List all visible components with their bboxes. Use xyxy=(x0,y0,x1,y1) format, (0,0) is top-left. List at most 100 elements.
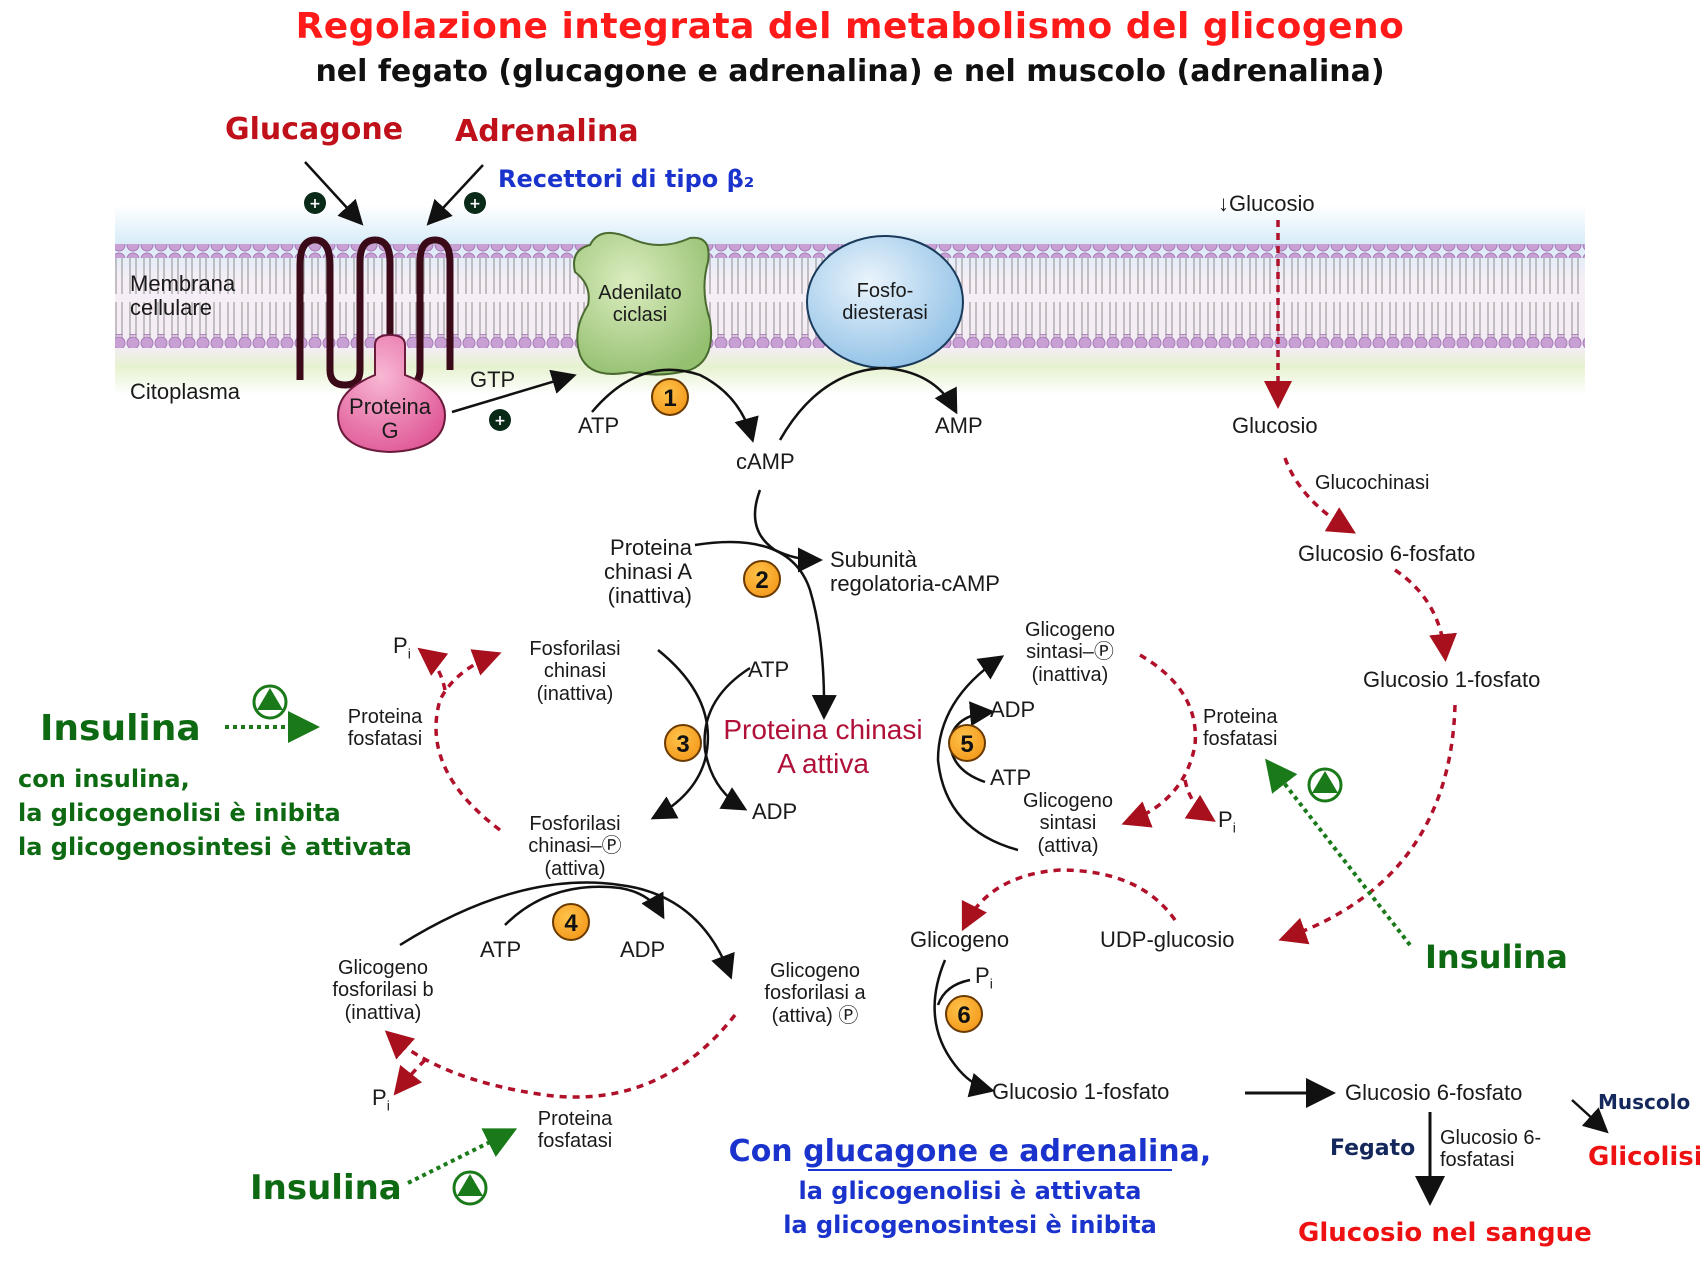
glycolysis-label: Glicolisi xyxy=(1588,1142,1700,1172)
adenylate-cyclase-label: Adenilato ciclasi xyxy=(585,282,695,327)
pi-subscript: i xyxy=(386,1097,390,1114)
glycogenolysis-arrow xyxy=(933,959,995,1098)
g6p-label: Glucosio 6-fosfato xyxy=(1298,541,1476,566)
adenylate-cyclase-label-line: ciclasi xyxy=(612,304,668,327)
step-badge-6: 6 xyxy=(945,995,983,1033)
pi-text: P xyxy=(393,633,408,658)
atp-to-camp-arrow xyxy=(591,368,759,443)
adenylate-cyclase-shape xyxy=(573,231,712,376)
g6p-to-glycolysis-arrow xyxy=(1571,1099,1609,1134)
glucose-label: Glucosio xyxy=(1232,413,1318,438)
insulin-arrow-bottom xyxy=(407,1128,518,1185)
gs-inactive-line: Glicogeno xyxy=(1024,619,1116,641)
note-hormones: glucagone e adrenalina xyxy=(803,1134,1200,1169)
pi-label-step6: Pi xyxy=(975,963,993,992)
insulin-arrow-right xyxy=(1265,758,1412,947)
regulatory-subunit-label: Subunità regolatoria-cAMP xyxy=(830,547,1000,596)
step-badge-4: 4 xyxy=(552,903,590,941)
page-subtitle: nel fegato (glucagone e adrenalina) e ne… xyxy=(315,54,1385,89)
plus-sign-icon: + xyxy=(304,192,326,214)
adrenaline-arrow xyxy=(426,164,484,226)
activation-triangle-icon xyxy=(1307,767,1343,803)
insulin-label-bottom: Insulina xyxy=(250,1168,402,1208)
g6p-to-g1p-arrow xyxy=(1394,568,1458,662)
pka-inactive-line: chinasi A xyxy=(603,559,692,585)
atp-label: ATP xyxy=(578,413,620,438)
step4-atp-label: ATP xyxy=(480,937,522,962)
phk-phosphatase-label: Proteina fosfatasi xyxy=(335,706,435,751)
gs-inactive-line: (inattiva) xyxy=(1031,663,1109,686)
plus-sign-icon: + xyxy=(464,192,486,214)
svg-text:+: + xyxy=(469,196,481,212)
membrane-label: Membrana cellulare xyxy=(130,271,235,320)
step3-adp-label: ADP xyxy=(752,799,798,824)
blood-glucose-label: Glucosio nel sangue xyxy=(1298,1218,1592,1248)
phosphodiesterase-label-line: Fosfo- xyxy=(856,280,914,302)
activation-triangle-icon xyxy=(252,684,288,720)
phk-active-line: chinasi–Ⓟ xyxy=(528,835,622,858)
glucagon-note-line: la glicogenolisi è attivata xyxy=(798,1177,1142,1205)
blood-glucose-decrease-label: ↓Glucosio xyxy=(1218,191,1315,216)
phk-active-line: (attiva) xyxy=(544,857,606,880)
cytoplasm-label: Citoplasma xyxy=(130,379,241,404)
activation-triangle-icon xyxy=(452,1170,488,1206)
pi-subscript: i xyxy=(989,975,993,992)
camp-to-amp-arrow xyxy=(778,366,958,441)
plus-sign-icon: + xyxy=(489,409,511,431)
insulin-label-left: Insulina xyxy=(40,708,201,749)
gp-phosphorylation-arrow xyxy=(399,881,735,980)
glucagon-note-body: la glicogenolisi è attivata la glicogeno… xyxy=(690,1174,1250,1242)
svg-text:+: + xyxy=(309,196,321,212)
glucokinase-arrow xyxy=(1283,457,1357,534)
phk-inactive-line: (inattiva) xyxy=(536,682,614,705)
phosphatase-line: fosfatasi xyxy=(347,728,423,751)
gp-dephosphorylation-arrow xyxy=(384,1013,737,1099)
phk-inactive-line: chinasi xyxy=(543,660,607,683)
pi-label-step3: Pi xyxy=(393,633,411,662)
gs-active-line: sintasi xyxy=(1039,812,1097,835)
gp-b-line: (inattiva) xyxy=(344,1001,422,1024)
insulin-note: con insulina, la glicogenolisi è inibita… xyxy=(18,762,412,864)
glucagon-note-heading: Con glucagone e adrenalina, xyxy=(690,1134,1250,1169)
gp-a-label: Glicogeno fosforilasi a (attiva) Ⓟ xyxy=(745,960,885,1027)
g-protein-label-line: Proteina xyxy=(349,394,431,419)
phosphatase-line: fosfatasi xyxy=(1203,728,1278,751)
gp-phosphatase-label: Proteina fosfatasi xyxy=(525,1108,625,1153)
phosphatase-line: Proteina xyxy=(537,1108,613,1130)
gs-inactive-label: Glicogeno sintasi–Ⓟ (inattiva) xyxy=(1005,619,1135,686)
g6pase-label: Glucosio 6- fosfatasi xyxy=(1440,1127,1541,1172)
insulin-note-line: con insulina, xyxy=(18,765,190,793)
step3-atp-label: ATP xyxy=(748,657,790,682)
glucagon-label: Glucagone xyxy=(225,112,404,147)
g1p-to-udp-arrow xyxy=(1278,704,1457,945)
muscle-label: Muscolo xyxy=(1598,1090,1691,1114)
pi-text: P xyxy=(1218,807,1233,832)
g-protein-shape xyxy=(336,333,447,454)
phosphodiesterase-label-line: diesterasi xyxy=(842,302,928,325)
step4-atp-adp-arrow xyxy=(504,885,665,926)
pi-text: P xyxy=(975,963,990,988)
gs-phosphorylation-arrow xyxy=(936,655,1019,852)
receptor-serpentine xyxy=(296,236,454,389)
gp-a-line: (attiva) Ⓟ xyxy=(771,1004,859,1027)
note-suffix: , xyxy=(1199,1134,1212,1169)
gp-b-line: Glicogeno xyxy=(337,957,429,979)
pka-active-line: Proteina chinasi xyxy=(723,714,923,745)
receptor-type-label: Recettori di tipo β₂ xyxy=(498,165,755,193)
gs-active-line: Glicogeno xyxy=(1022,790,1114,812)
phosphatase-line: fosfatasi xyxy=(537,1130,613,1153)
glycogen-label: Glicogeno xyxy=(910,927,1010,952)
gtp-label: GTP xyxy=(470,367,516,392)
insulin-label-right: Insulina xyxy=(1425,938,1568,976)
phosphatase-line: Proteina xyxy=(1203,706,1278,728)
gs-active-line: (attiva) xyxy=(1037,834,1099,857)
pi-label-step4: Pi xyxy=(372,1085,390,1114)
svg-text:+: + xyxy=(494,413,506,429)
gp-a-line: Glicogeno xyxy=(769,960,861,982)
step-badge-2: 2 xyxy=(743,560,781,598)
pka-inactive-label: Proteina chinasi A (inattiva) xyxy=(580,535,692,609)
g6pase-line: Glucosio 6- xyxy=(1440,1127,1542,1149)
pi-label-step5: Pi xyxy=(1218,807,1236,836)
gs-active-label: Glicogeno sintasi (attiva) xyxy=(1003,790,1133,857)
